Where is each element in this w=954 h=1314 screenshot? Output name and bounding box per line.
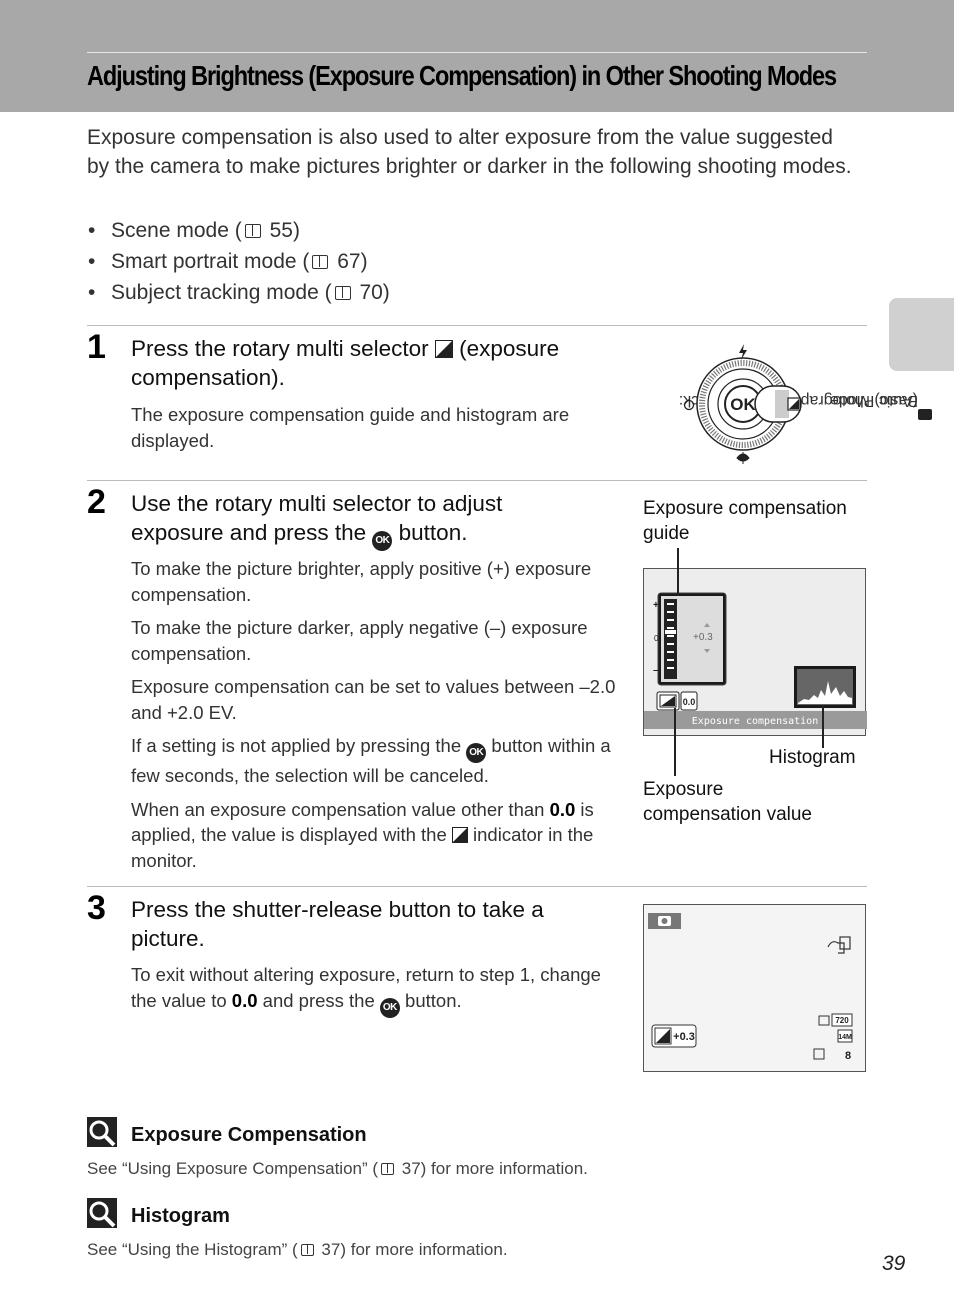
tip-icon [87,1117,117,1147]
chapter-label-text-b: (Auto) Mode [829,392,918,409]
chapter-tab [889,298,954,371]
guide-plus: + [653,600,659,611]
list-item: Smart portrait mode ( 67) [87,246,587,277]
divider [87,325,867,326]
ok-icon: OK [379,997,400,1018]
tip-title: Histogram [131,1205,230,1227]
self-timer-icon [683,399,695,411]
step-number: 1 [87,328,106,366]
exposure-indicator-value: 0.0 [683,697,696,707]
text-fragment: is applied, the value is displayed with … [131,798,594,846]
header-band [0,0,954,112]
text-fragment: See “Using the Histogram” ( [87,1240,298,1259]
tip-text: See “Using Exposure Compensation” ( 37) … [87,1159,588,1179]
text-fragment: To exit without altering exposure, retur… [131,964,601,1011]
macro-icon [736,452,750,464]
step-body: To exit without altering exposure, retur… [131,962,621,1026]
vr-icon [827,936,851,954]
list-item-label: Scene mode ( [111,219,242,242]
step-body-text: Exposure compensation can be set to valu… [131,676,616,723]
mode-list: Scene mode ( 55) Smart portrait mode ( 6… [87,215,587,308]
bold-value: 0.0 [231,989,258,1011]
text-fragment: and press the [257,989,380,1011]
intro-text: Exposure compensation is also used to al… [87,126,852,178]
exposure-indicator-value: +0.3 [673,1031,695,1043]
list-item-page: 55) [269,219,300,242]
remaining-exposures: 8 [845,1050,851,1062]
tip-icon [87,1198,117,1228]
list-item-label: Smart portrait mode ( [111,250,310,273]
book-icon [381,1163,395,1175]
text-fragment: indicator in the monitor. [131,824,594,871]
list-item: Subject tracking mode ( 70) [87,277,587,308]
text-fragment: If a setting is not applied by pressing … [131,735,467,756]
monitor-screen-shooting: 720 14M +0.3 8 [643,904,866,1072]
text-fragment: When an exposure compensation value othe… [131,798,550,820]
guide-minus: – [653,665,659,676]
text-fragment: 37) for more information. [401,1159,588,1178]
callout-line-value [674,708,676,776]
step-title: Press the rotary multi selector (exposur… [131,334,611,392]
book-icon [334,286,351,300]
memory-icon [813,1048,825,1060]
book-icon [312,255,329,269]
callout-line-histogram [822,705,824,748]
step-number: 3 [87,889,106,927]
step-body: To make the picture brighter, apply posi… [131,556,616,881]
step-title-text-b: (exposure compensation). [131,336,560,390]
book-icon [300,1244,314,1256]
monitor-screen-exposure: + 0 – +0.3 0.0 Exposure compensation [643,568,867,736]
text-fragment: button. [399,989,462,1011]
flash-icon [739,344,747,360]
step-title-text: Press the rotary multi selector [131,336,435,361]
chapter-label: Basic Photography and Playback: (Auto) M… [679,387,932,807]
callout-line-guide [677,548,679,596]
svg-text:720: 720 [835,1016,849,1025]
tip-title: Exposure Compensation [131,1124,367,1146]
list-item-label: Subject tracking mode ( [111,281,332,304]
movie-quality-icon: 720 [818,1013,853,1027]
divider [87,480,867,481]
ok-icon: OK [466,743,487,763]
image-size-icon: 14M [837,1029,853,1043]
header-rule [87,52,867,53]
guide-value: +0.3 [693,632,713,643]
step-title-text-b: button. [392,520,468,545]
list-item-page: 67) [337,250,368,273]
ok-button-label: OK [730,395,756,414]
list-item-page: 70) [359,281,390,304]
callout-guide: Exposure compensation guide [643,498,847,544]
tip-text: See “Using the Histogram” ( 37) for more… [87,1240,508,1260]
guide-zero: 0 [654,634,659,643]
exposure-compensation-icon [451,827,468,843]
callout-histogram: Histogram [769,747,856,768]
step-title: Use the rotary multi selector to adjust … [131,489,601,551]
list-item: Scene mode ( 55) [87,215,587,246]
step-title-text: Use the rotary multi selector to adjust … [131,491,503,545]
step-body-text: When an exposure compensation value othe… [131,797,616,874]
step-body-text: To exit without altering exposure, retur… [131,962,621,1018]
bold-value: 0.0 [549,798,576,820]
camera-icon [918,409,932,420]
page-title: Adjusting Brightness (Exposure Compensat… [87,60,837,91]
step-body-text: If a setting is not applied by pressing … [131,733,616,789]
step-number: 2 [87,483,106,521]
exposure-compensation-icon [434,340,453,358]
book-icon [244,224,261,238]
step-body-text: To make the picture brighter, apply posi… [131,558,592,605]
text-fragment: See “Using Exposure Compensation” ( [87,1159,379,1178]
step-body-text: To make the picture darker, apply negati… [131,617,588,664]
divider [87,886,867,887]
exposure-bar-label: Exposure compensation [692,716,818,727]
step-body: The exposure compensation guide and hist… [131,402,601,461]
step-title: Press the shutter-release button to take… [131,897,544,951]
page-number: 39 [882,1252,906,1275]
multi-selector-diagram: OK [683,344,802,464]
svg-text:14M: 14M [838,1034,852,1041]
callout-value: Exposure compensation value [643,779,812,825]
text-fragment: 37) for more information. [321,1240,508,1259]
step-body-text: The exposure compensation guide and hist… [131,404,570,451]
text-fragment: button within a few seconds, the selecti… [131,735,611,786]
ok-icon: OK [372,531,393,551]
